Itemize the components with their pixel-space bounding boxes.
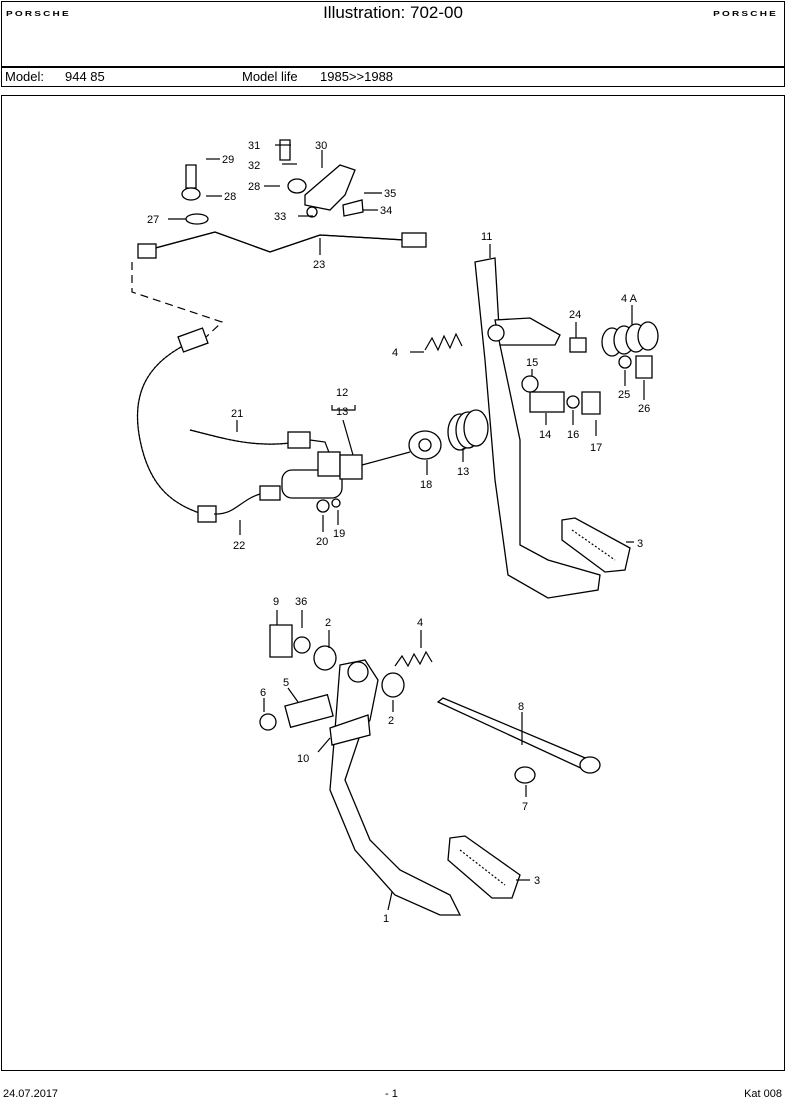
nut-15 [521,375,539,393]
callout-14: 14 [539,429,551,441]
callout-20: 20 [316,536,328,548]
washer-36 [293,636,311,654]
clamp-28-left [181,187,201,201]
page-title: Illustration: 702-00 [323,3,463,22]
callout-6: 6 [260,687,266,699]
model-life-value: 1985>>1988 [320,69,394,84]
callout-5: 5 [283,677,289,689]
pedal-shaft-8 [436,697,591,771]
callout-4a: 4 A [621,293,638,305]
callout-12: 12 [336,387,348,399]
clutch-pedal-1 [329,659,462,916]
callout-23: 23 [313,259,325,271]
washer-27 [185,213,209,225]
pipe-nut [259,485,281,501]
callout-1: 1 [383,913,389,925]
pedal-arm-10 [329,714,371,746]
callout-35: 35 [384,188,396,200]
callout-8: 8 [518,701,524,713]
bushing-2-left [313,645,337,671]
callout-21: 21 [231,408,243,420]
porsche-logo-right: PORSCHE [713,10,778,19]
nut-20 [316,499,330,513]
callout-28-left: 28 [224,191,236,203]
hose-fitting-top [177,327,209,353]
callout-36: 36 [295,596,307,608]
line-fitting-right [401,232,427,248]
callout-26: 26 [638,403,650,415]
callout-32: 32 [248,160,260,172]
clip-9 [269,624,293,658]
footer-page: - 1 [385,1088,398,1100]
callout-33: 33 [274,211,286,223]
clip-26 [635,355,653,379]
nut-33 [306,206,318,218]
callout-30: 30 [315,140,327,152]
hose-21-clamp [287,431,311,449]
bushing-2-right [381,672,405,698]
callout-4-lower: 4 [417,617,423,629]
master-cylinder-flange [339,454,363,480]
washer-19 [331,498,341,508]
pedal-pad-upper [561,517,631,573]
clevis-5 [284,693,334,729]
callout-3-lower: 3 [534,875,540,887]
callout-27: 27 [147,214,159,226]
callout-15: 15 [526,357,538,369]
callout-3-upper: 3 [637,538,643,550]
callout-31: 31 [248,140,260,152]
callout-11: 11 [481,231,492,243]
callout-17: 17 [590,442,602,454]
pushrod-clevis-14 [529,391,565,413]
bolt-29 [185,164,197,189]
model-label: Model: [5,69,45,84]
callout-24: 24 [569,309,581,321]
illustration-frame [1,95,785,1071]
stop-7 [514,766,536,784]
callout-2-lower: 2 [388,715,394,727]
master-cylinder-body [281,469,343,499]
bolt-34 [342,199,364,217]
callout-4-upper: 4 [392,347,398,359]
clip-17 [581,391,601,415]
callout-28-right: 28 [248,181,260,193]
model-value: 944 85 [65,69,105,84]
callout-13-upper: 13 [336,406,348,418]
callout-9: 9 [273,596,279,608]
footer-catalog: Kat 008 [744,1088,782,1100]
callout-16: 16 [567,429,579,441]
washer-16 [566,395,580,409]
nut-6 [259,713,277,731]
callout-13-lower: 13 [457,466,469,478]
pedal-pad-lower [447,835,521,899]
callout-19: 19 [333,528,345,540]
porsche-logo-left: PORSCHE [6,10,71,19]
hose-fitting-bottom [197,505,217,523]
pedal-bracket-upper [494,317,561,346]
callout-25: 25 [618,389,630,401]
callout-2-upper: 2 [325,617,331,629]
callout-29: 29 [222,154,234,166]
bushing-24 [569,337,587,353]
master-cylinder-inlet [317,451,341,477]
model-life-label: Model life [242,69,298,84]
washer-25 [618,355,632,369]
callout-18: 18 [420,479,432,491]
clamp-28-right [287,178,307,194]
line-fitting-left [137,243,157,259]
bracket-30 [304,164,356,211]
model-bar: Model: 944 85 Model life 1985>>1988 [1,67,785,87]
footer-date: 24.07.2017 [3,1088,59,1100]
callout-10: 10 [297,753,309,765]
bolt-31 [279,139,291,161]
header-box: PORSCHE Illustration: 702-00 PORSCHE [1,1,785,67]
callout-7: 7 [522,801,528,813]
callout-22: 22 [233,540,245,552]
callout-34: 34 [380,205,392,217]
